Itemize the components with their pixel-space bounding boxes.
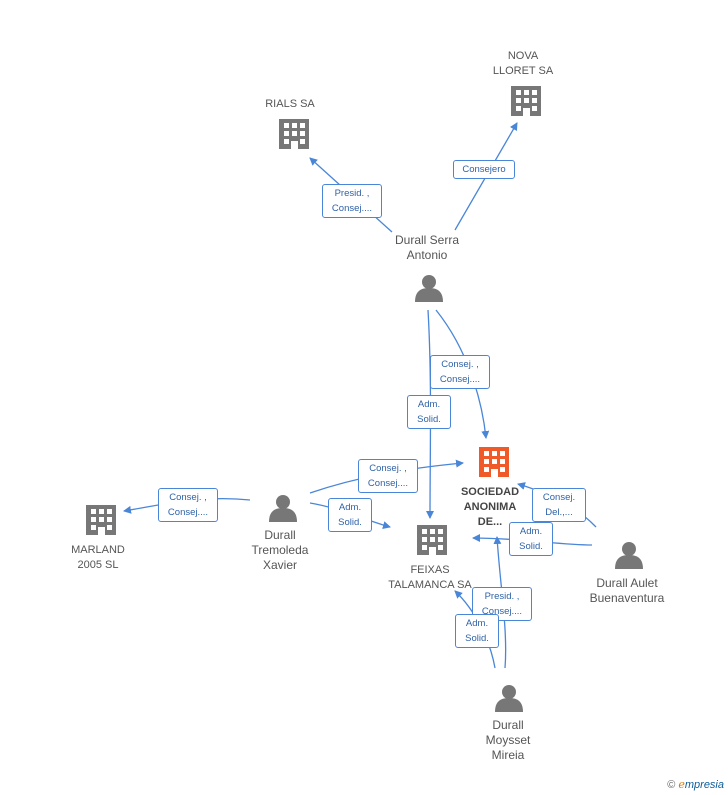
- node-label-rials[interactable]: RIALS SA: [265, 98, 315, 110]
- brand-logo-e: e: [678, 778, 685, 791]
- person-icon: [269, 495, 297, 522]
- building-icon: [479, 447, 509, 477]
- relation-box[interactable]: Consejero: [453, 160, 515, 179]
- node-label-durall-serra[interactable]: Durall Serra Antonio: [394, 233, 460, 262]
- relation-box[interactable]: Adm. Solid.: [328, 498, 372, 532]
- node-label-feixas[interactable]: FEIXAS TALAMANCA SA: [388, 564, 472, 591]
- relation-box[interactable]: Consej. , Consej....: [430, 355, 490, 389]
- node-label-nova[interactable]: NOVA LLORET SA: [492, 50, 554, 77]
- node-label-marland[interactable]: MARLAND 2005 SL: [71, 544, 125, 571]
- node-label-durall-moysset[interactable]: Durall Moysset Mireia: [485, 718, 531, 762]
- building-icon: [511, 86, 541, 116]
- node-label-durall-aulet[interactable]: Durall Aulet Buenaventura: [589, 576, 665, 605]
- relation-box[interactable]: Adm. Solid.: [509, 522, 553, 556]
- relation-box[interactable]: Consej. , Consej....: [358, 459, 418, 493]
- node-label-sociedad[interactable]: SOCIEDAD ANONIMA DE...: [460, 486, 520, 528]
- building-icon: [417, 525, 447, 555]
- brand-name: mpresia: [684, 779, 724, 791]
- copyright-icon: ©: [667, 779, 676, 791]
- building-icon: [279, 119, 309, 149]
- node-label-durall-tremoleda[interactable]: Durall Tremoleda Xavier: [251, 528, 309, 572]
- relation-box[interactable]: Presid. , Consej....: [322, 184, 382, 218]
- relation-box[interactable]: Consej. Del.,...: [532, 488, 586, 522]
- relation-box[interactable]: Adm. Solid.: [455, 614, 499, 648]
- building-icon: [86, 505, 116, 535]
- person-icon: [615, 542, 643, 569]
- empresia-credit[interactable]: © empresia: [667, 778, 724, 791]
- person-icon: [415, 275, 443, 302]
- person-icon: [495, 685, 523, 712]
- relation-box[interactable]: Consej. , Consej....: [158, 488, 218, 522]
- relation-box[interactable]: Adm. Solid.: [407, 395, 451, 429]
